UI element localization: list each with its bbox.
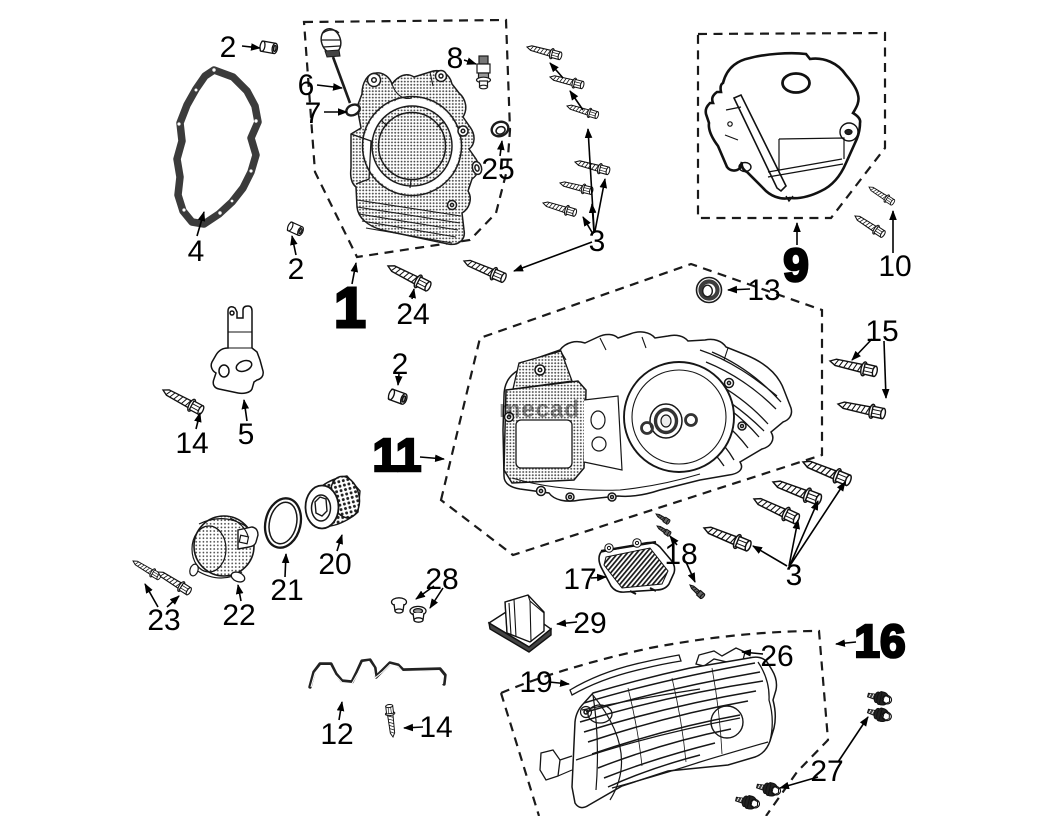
svg-text:10: 10 [878, 250, 911, 283]
svg-text:12: 12 [320, 718, 353, 751]
svg-text:6: 6 [298, 69, 315, 102]
svg-text:3: 3 [786, 559, 803, 592]
svg-text:25: 25 [481, 153, 514, 186]
svg-text:26: 26 [760, 640, 793, 673]
svg-text:13: 13 [747, 274, 780, 307]
svg-text:17: 17 [563, 563, 596, 596]
svg-text:14: 14 [419, 711, 452, 744]
svg-text:14: 14 [175, 427, 208, 460]
svg-text:28: 28 [425, 563, 458, 596]
svg-text:20: 20 [318, 548, 351, 581]
svg-text:22: 22 [222, 599, 255, 632]
svg-text:21: 21 [270, 574, 303, 607]
svg-text:29: 29 [573, 607, 606, 640]
svg-text:24: 24 [396, 298, 429, 331]
svg-text:4: 4 [188, 235, 205, 268]
svg-text:15: 15 [865, 315, 898, 348]
svg-text:18: 18 [664, 538, 697, 571]
svg-text:23: 23 [147, 604, 180, 637]
svg-text:19: 19 [519, 666, 552, 699]
svg-text:9: 9 [783, 239, 809, 291]
svg-text:1: 1 [334, 276, 366, 340]
svg-text:11: 11 [373, 429, 422, 481]
svg-text:16: 16 [854, 615, 905, 667]
svg-text:7: 7 [305, 97, 322, 130]
svg-text:2: 2 [220, 31, 237, 64]
svg-text:mecad: mecad [499, 396, 580, 423]
svg-text:2: 2 [392, 348, 409, 381]
svg-text:2: 2 [288, 253, 305, 286]
svg-text:8: 8 [447, 42, 464, 75]
svg-text:5: 5 [238, 418, 255, 451]
